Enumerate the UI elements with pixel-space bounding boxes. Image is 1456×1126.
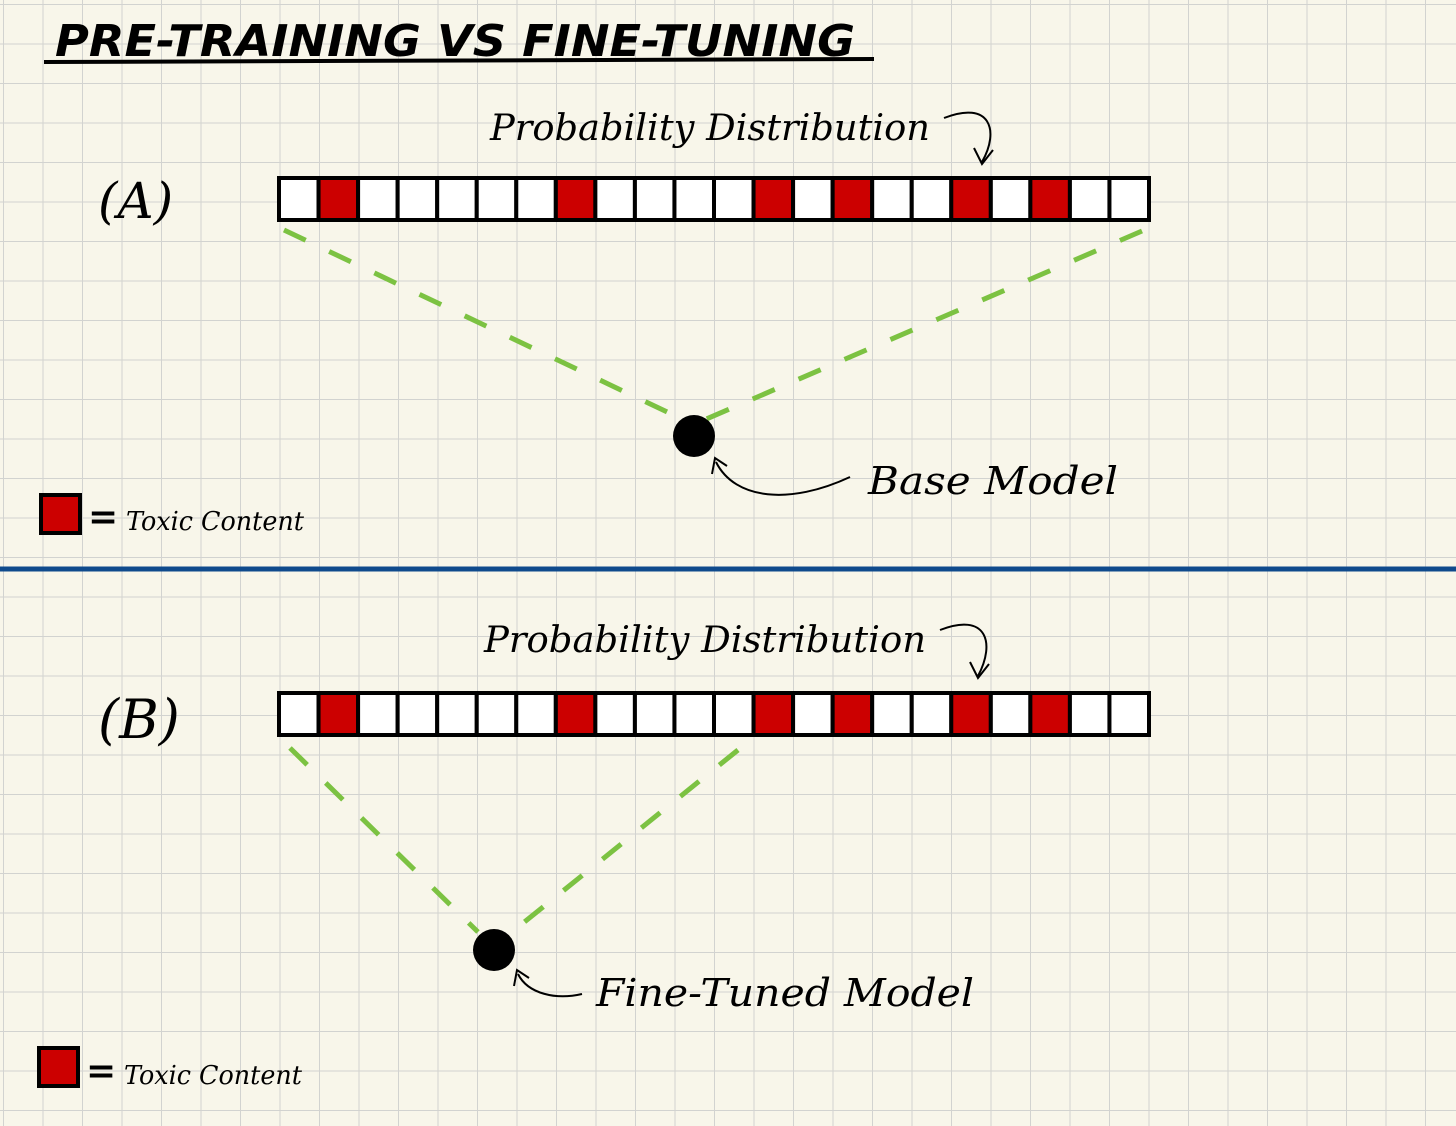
panel-b-dashed-line-right [510,748,740,934]
panel-a-distribution-label: Probability Distribution [489,108,930,149]
panel-b-toxic-cell [553,691,598,737]
panel-a-toxic-cell [830,176,875,222]
base-model-arrowhead [711,456,728,475]
fine-tuned-model-arrowhead [513,968,530,987]
panel-b-cell [632,691,677,737]
panel-b-toxic-cell [830,691,875,737]
panel-b-cell [395,691,440,737]
legend-b: = Toxic Content [37,1046,303,1092]
panel-b-dashed-line-left [288,746,480,934]
panel-b-cell [1107,691,1152,737]
panel-a-cell [593,176,637,222]
panel-a-toxic-cell [316,176,361,222]
panel-a-cell [1107,176,1152,222]
fine-tuned-model-label: Fine-Tuned Model [595,971,974,1015]
panel-a-distribution-arrowhead [973,147,994,166]
panel-b-cell [435,691,479,737]
legend-a: = Toxic Content [39,493,305,538]
panel-a-cell [712,176,756,222]
panel-b-cell [870,691,914,737]
legend-b-toxic-swatch [37,1046,80,1088]
panel-a-cell [1067,176,1112,222]
base-model-node [673,415,715,457]
panel-b-cell [712,691,756,737]
panel-a-cell [474,176,519,222]
panel-b-label: (B) [98,688,180,751]
panel-b-distribution-arrow [939,623,988,677]
panel-a-cell [909,176,954,222]
panel-a-cell [870,176,914,222]
panel-b-toxic-cell [1028,691,1072,737]
panel-a-dashed-line-left [282,227,686,423]
panel-b-cell [593,691,637,737]
panel-a-cell [791,176,835,222]
title-underline [43,57,875,64]
panel-b-cell [356,691,400,737]
panel-b-distribution-cells [277,691,1152,737]
panel-b-distribution-arrowhead [969,661,990,680]
panel-b-distribution-label: Probability Distribution [483,620,926,661]
panel-a-toxic-cell [949,176,993,222]
panel-a-cell [356,176,400,222]
panel-a-cell [395,176,440,222]
panel-b-cell [514,691,558,737]
panel-b-toxic-cell [949,691,993,737]
panel-a-label: (A) [98,172,173,230]
panel-a-cell [672,176,716,222]
fine-tuned-model-arrow [517,973,583,998]
legend-a-label: Toxic Content [126,507,305,537]
panel-b-cell [474,691,519,737]
panel-a-dashed-line-right [703,228,1143,423]
fine-tuned-model-node [473,929,515,971]
panel-a-toxic-cell [553,176,598,222]
panel-a-cell [514,176,558,222]
legend-a-toxic-swatch [39,493,82,535]
panel-b-cell [277,691,321,737]
base-model-label: Base Model [867,459,1118,503]
legend-b-label: Toxic Content [124,1061,303,1091]
panel-b-cell [1067,691,1112,737]
legend-b-equals: = [86,1050,116,1092]
base-model-arrow [715,461,851,496]
panel-a-toxic-cell [751,176,796,222]
panel-b-cell [672,691,716,737]
panel-a-toxic-cell [1028,176,1072,222]
panel-b-toxic-cell [316,691,361,737]
panel-b-cell [988,691,1033,737]
legend-a-equals: = [88,496,118,538]
panel-b-toxic-cell [751,691,796,737]
panel-a-cell [988,176,1033,222]
panel-b-cell [791,691,835,737]
panel-a-cell [435,176,479,222]
panel-a-cell [632,176,677,222]
panel-a: (A) Probability Distribution Base Model [98,108,1152,503]
panel-b-cell [909,691,954,737]
panel-a-cell [277,176,321,222]
panel-a-distribution-cells [277,176,1152,222]
panel-b: (B) Probability Distribution Fine-Tuned … [98,620,1152,1015]
panel-a-distribution-arrow [943,111,992,163]
